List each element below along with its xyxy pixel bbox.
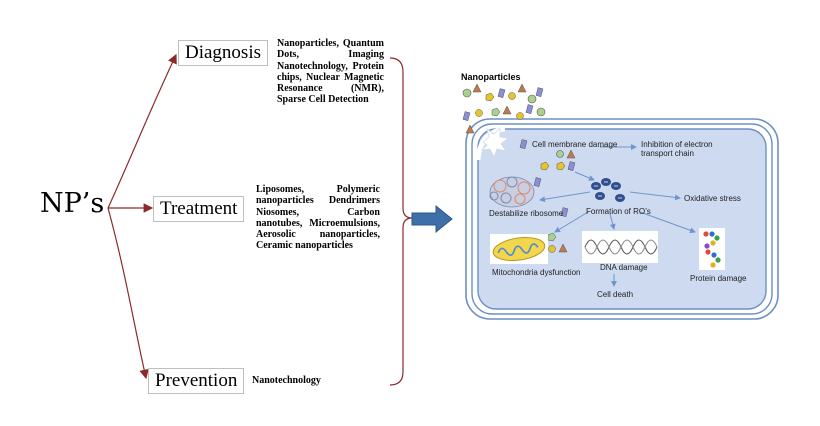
destabilize-ribosome-label: Destabilize ribosome (489, 209, 564, 218)
protein-chain-icon (699, 228, 725, 270)
cell-death-label: Cell death (597, 290, 634, 299)
mitochondria-dysfunction-label: Mitochondria dysfunction (492, 268, 581, 277)
grouping-bracket (389, 57, 413, 386)
block-arrow (411, 204, 453, 234)
branch-arrow-diagnosis (107, 53, 177, 209)
category-treatment: Treatment (153, 196, 245, 222)
membrane-damage-label: Cell membrane damage (532, 140, 618, 149)
dna-icon (582, 231, 658, 263)
internalized-nanoparticles (519, 139, 576, 253)
prevention-description: Nanotechnology (252, 375, 321, 386)
nanoparticle-cluster (462, 83, 546, 134)
category-diagnosis: Diagnosis (178, 40, 268, 66)
nanoparticles-label: Nanoparticles (461, 72, 521, 82)
arrow-to-protein (639, 211, 696, 234)
arrow-to-dna (609, 213, 616, 230)
treatment-description: Liposomes, Polymeric nanoparticles Dendr… (256, 184, 380, 252)
diagnosis-description: Nanoparticles, Quantum Dots, Imaging Nan… (277, 38, 384, 106)
branch-arrow-prevention (107, 207, 149, 380)
protein-damage-label: Protein damage (690, 274, 747, 283)
damage-burst-icon (480, 127, 509, 158)
arrow-to-ros (574, 171, 595, 181)
arrow-ros-to-ribosome (539, 191, 591, 203)
formation-ros-label: Formation of RO’s (586, 207, 651, 216)
root-node-nps: NP’s (40, 188, 105, 219)
arrow-to-mitochondria (554, 211, 589, 233)
mitochondria-icon (490, 234, 548, 264)
dna-damage-label: DNA damage (600, 263, 648, 272)
ribosome-icon (489, 176, 535, 208)
inhibition-label: Inhibition of electron transport chain (641, 140, 713, 158)
category-prevention: Prevention (148, 368, 245, 394)
ros-molecules-icon (591, 178, 625, 202)
arrow-to-oxidative-stress (629, 191, 681, 201)
oxidative-stress-label: Oxidative stress (684, 194, 741, 203)
cell-illustration (465, 118, 779, 320)
